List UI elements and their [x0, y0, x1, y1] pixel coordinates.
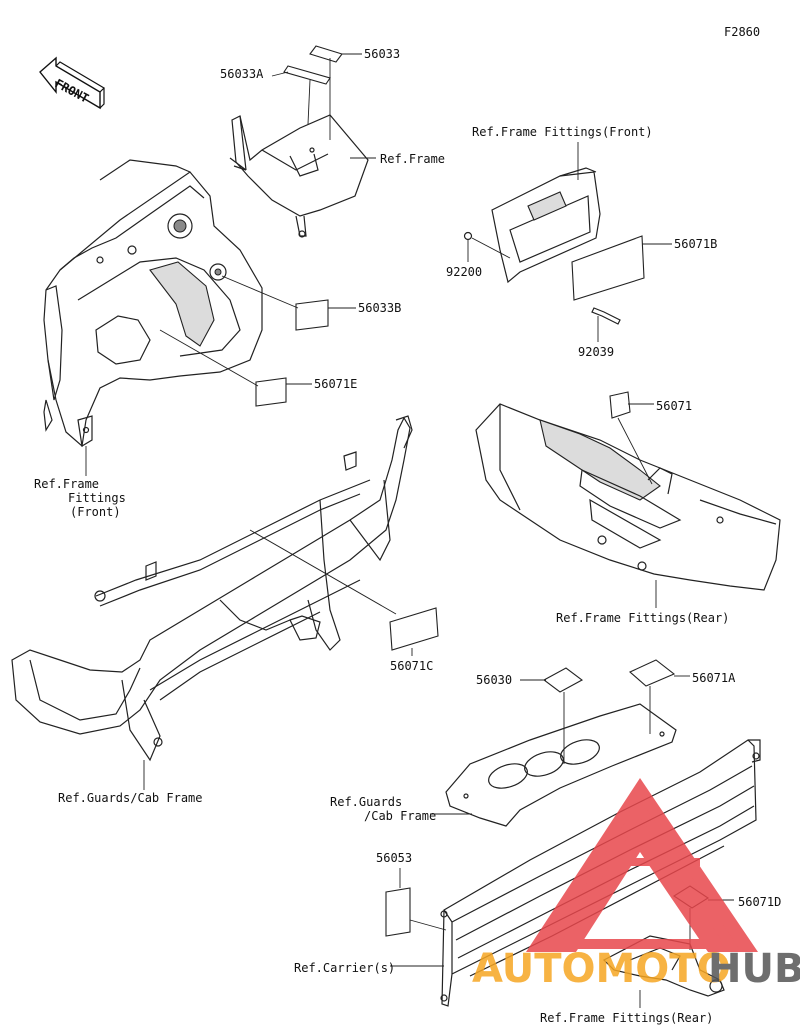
label-ref-ff-rear-bottom: Ref.Frame Fittings(Rear) [540, 1011, 713, 1025]
label-56030: 56030 [476, 673, 512, 687]
plate-56030 [542, 667, 584, 693]
frame-fittings-rear-cover [475, 403, 781, 591]
label-56033: 56033 [364, 47, 400, 61]
plate-56071a [628, 659, 676, 687]
plate-56053 [385, 887, 411, 937]
label-92200: 92200 [446, 265, 482, 279]
label-56071b: 56071B [674, 237, 717, 251]
label-56071c: 56071C [390, 659, 433, 673]
label-ref-frame-fittings-front-top: Ref.Frame Fittings(Front) [472, 125, 653, 139]
screw-92039 [591, 307, 621, 325]
label-ref-ff-front-left-1: Ref.Frame [34, 477, 99, 491]
watermark-word-2: HUB [708, 946, 800, 992]
cover-plate [445, 703, 677, 827]
label-56071a: 56071A [692, 671, 736, 685]
front-arrow-icon: FRONT [39, 56, 105, 110]
guards-cab-frame [11, 415, 413, 762]
automotohub-watermark: AUTOMOTO HUB [472, 778, 800, 992]
figure-code: F2860 [724, 25, 760, 39]
label-ref-guards-mid-2: /Cab Frame [364, 809, 436, 823]
label-56071d: 56071D [738, 895, 781, 909]
label-ref-guards-left: Ref.Guards/Cab Frame [58, 791, 203, 805]
label-ref-ff-front-left-3: (Front) [70, 505, 121, 519]
plate-56033b [295, 299, 329, 331]
plate-56071e [255, 377, 287, 407]
label-ref-ff-rear-mid: Ref.Frame Fittings(Rear) [556, 611, 729, 625]
frame-fittings-front-box [491, 167, 601, 284]
plate-56071c [389, 607, 439, 651]
bolt-92200 [463, 231, 511, 259]
plate-56033 [283, 45, 343, 85]
label-56071e: 56071E [314, 377, 357, 391]
label-56033a: 56033A [220, 67, 264, 81]
watermark-word-1: AUTOMOTO [472, 946, 731, 992]
label-ref-guards-mid-1: Ref.Guards [330, 795, 402, 809]
label-ref-carrier: Ref.Carrier(s) [294, 961, 395, 975]
frame-bracket [229, 114, 369, 238]
label-ref-frame: Ref.Frame [380, 152, 445, 166]
plate-56071b [571, 235, 645, 301]
label-56071: 56071 [656, 399, 692, 413]
label-92039: 92039 [578, 345, 614, 359]
label-ref-ff-front-left-2: Fittings [68, 491, 126, 505]
label-56033b: 56033B [358, 301, 401, 315]
label-56053: 56053 [376, 851, 412, 865]
dashboard-panel [43, 159, 263, 448]
plate-56071 [609, 391, 631, 419]
